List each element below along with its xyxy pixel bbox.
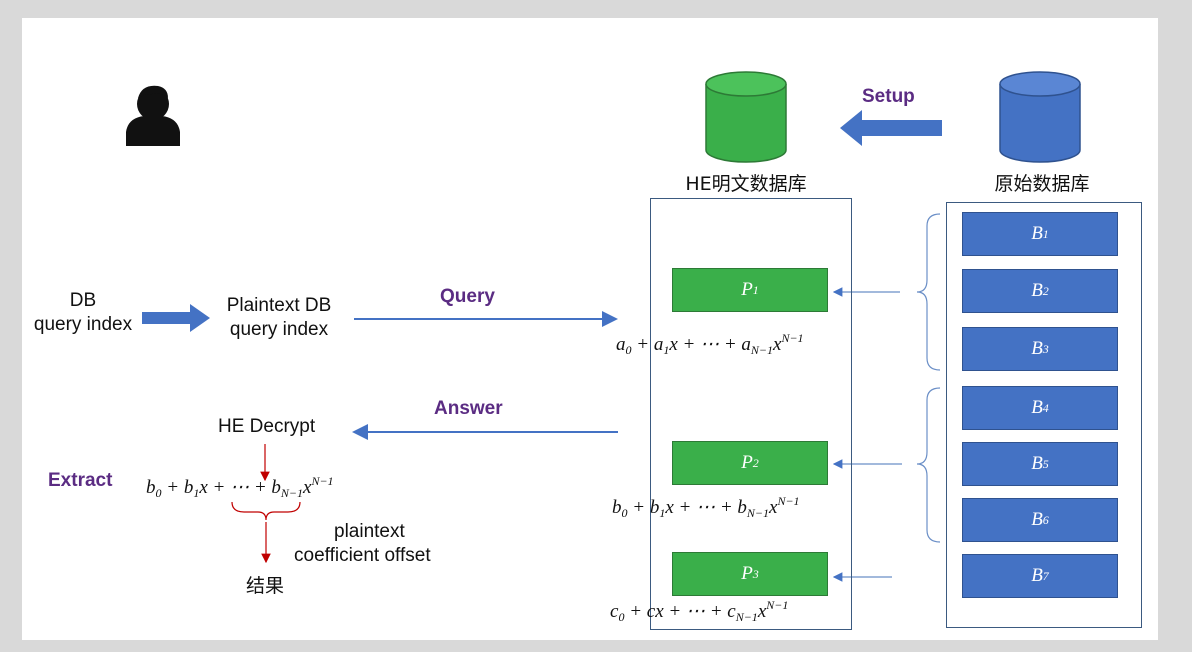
index-convert-arrow: [142, 304, 210, 332]
original-database-icon: [999, 71, 1081, 163]
he-database-title: HE明文数据库: [685, 173, 807, 195]
connector-layer: [142, 110, 942, 582]
slide: Setup HE明文数据库 原始数据库 DB query index Plain…: [22, 18, 1158, 640]
offset-label-line-2: coefficient offset: [294, 545, 431, 566]
setup-label: Setup: [862, 86, 915, 107]
offset-label-line-1: plaintext: [334, 521, 405, 542]
db-index-line-2: query index: [33, 314, 133, 335]
polynomial-b: b0 + b1x + ⋯ + bN−1xN−1: [612, 494, 800, 520]
answer-label: Answer: [434, 398, 503, 419]
he-database-icon: [705, 71, 787, 163]
user-icon: [126, 85, 180, 146]
decrypted-polynomial: b0 + b1x + ⋯ + bN−1xN−1: [146, 474, 334, 500]
result-label: 结果: [246, 575, 285, 597]
brace-group-1: [916, 213, 941, 371]
original-database-title: 原始数据库: [994, 173, 1090, 195]
plaintext-index-line-2: query index: [229, 319, 329, 340]
db-index-line-1: DB: [69, 290, 97, 311]
offset-brace: [231, 501, 301, 521]
plaintext-index-line-1: Plaintext DB: [226, 295, 332, 316]
polynomial-a: a0 + a1x + ⋯ + aN−1xN−1: [616, 331, 804, 357]
polynomial-c: c0 + cx + ⋯ + cN−1xN−1: [610, 598, 789, 624]
he-decrypt-label: HE Decrypt: [218, 416, 316, 437]
extract-label: Extract: [48, 470, 113, 491]
he-database-container: [650, 198, 852, 630]
brace-group-2: [916, 387, 941, 543]
setup-arrow: [840, 110, 942, 146]
query-label: Query: [440, 286, 495, 307]
original-database-container: [946, 202, 1142, 628]
